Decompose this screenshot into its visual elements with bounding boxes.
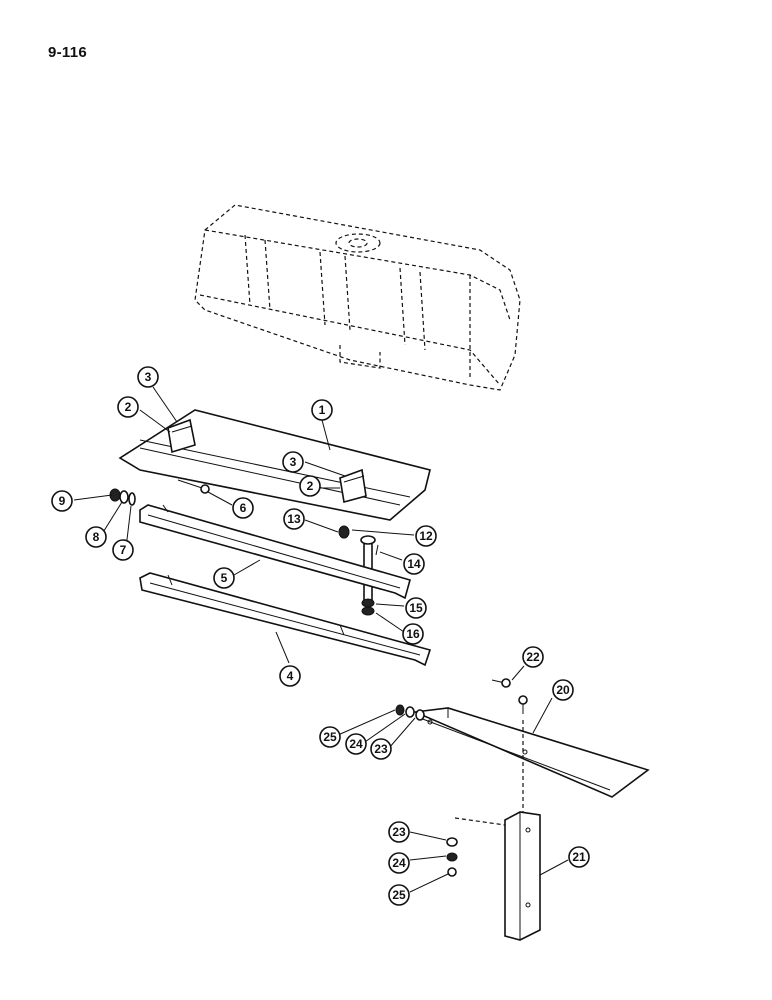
callout-14: 14 — [403, 553, 425, 575]
svg-text:6: 6 — [240, 501, 247, 515]
svg-text:9: 9 — [59, 494, 66, 508]
bracket-right — [339, 468, 367, 504]
callout-7: 7 — [112, 539, 134, 561]
tray-20 — [411, 707, 650, 798]
callout-8: 8 — [85, 526, 107, 548]
channel-4 — [139, 572, 432, 667]
svg-text:2: 2 — [307, 479, 314, 493]
support-plate — [118, 409, 431, 521]
svg-text:13: 13 — [287, 512, 301, 526]
callout-13: 13 — [283, 508, 305, 530]
page-number: 9-116 — [48, 44, 88, 61]
svg-text:1: 1 — [319, 403, 326, 417]
svg-text:25: 25 — [323, 730, 337, 744]
callout-25b: 25 — [388, 884, 410, 906]
callout-16: 16 — [402, 623, 424, 645]
callout-1: 1 — [311, 399, 333, 421]
svg-text:25: 25 — [392, 888, 406, 902]
svg-text:12: 12 — [419, 529, 433, 543]
callout-24b: 24 — [388, 852, 410, 874]
callout-25a: 25 — [319, 726, 341, 748]
bolt-22 — [491, 678, 528, 714]
svg-text:15: 15 — [409, 601, 423, 615]
callout-23a: 23 — [370, 738, 392, 760]
callout-6: 6 — [232, 497, 254, 519]
svg-text:14: 14 — [407, 557, 421, 571]
svg-text:21: 21 — [572, 850, 586, 864]
svg-text:23: 23 — [374, 742, 388, 756]
washer-group-7-9 — [109, 488, 136, 506]
tank-outline — [194, 204, 521, 391]
callout-2b: 2 — [299, 475, 321, 497]
callout-3b: 3 — [282, 451, 304, 473]
bracket-left — [167, 418, 196, 454]
svg-text:5: 5 — [221, 571, 228, 585]
callout-12: 12 — [415, 525, 437, 547]
svg-text:8: 8 — [93, 530, 100, 544]
svg-text:7: 7 — [120, 543, 127, 557]
callout-24a: 24 — [345, 733, 367, 755]
svg-text:4: 4 — [287, 669, 294, 683]
callout-4: 4 — [279, 665, 301, 687]
svg-text:3: 3 — [290, 455, 297, 469]
callout-22: 22 — [522, 646, 544, 668]
callout-21: 21 — [568, 846, 590, 868]
svg-text:22: 22 — [526, 650, 540, 664]
svg-text:23: 23 — [392, 825, 406, 839]
callout-5: 5 — [213, 567, 235, 589]
svg-text:20: 20 — [556, 683, 570, 697]
callout-2a: 2 — [117, 396, 139, 418]
callout-15: 15 — [405, 597, 427, 619]
callout-9: 9 — [51, 490, 73, 512]
callout-3a: 3 — [137, 366, 159, 388]
bolt-6 — [177, 479, 210, 494]
svg-text:24: 24 — [349, 737, 363, 751]
callout-20: 20 — [552, 679, 574, 701]
svg-text:16: 16 — [406, 627, 420, 641]
callout-23b: 23 — [388, 821, 410, 843]
svg-text:2: 2 — [125, 400, 132, 414]
leader-lines — [73, 386, 569, 893]
leg-21 — [454, 720, 541, 941]
washer-group-top — [395, 704, 425, 721]
washer-group-lower — [446, 837, 458, 877]
svg-text:24: 24 — [392, 856, 406, 870]
channel-5 — [139, 504, 411, 600]
svg-text:3: 3 — [145, 370, 152, 384]
